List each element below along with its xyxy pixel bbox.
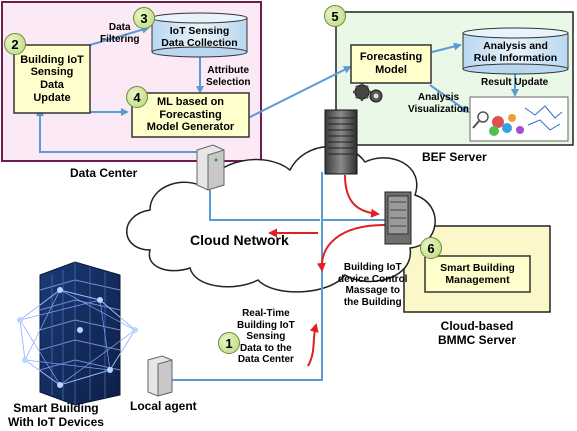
- data-center-server-icon: [196, 144, 225, 191]
- local-agent-icon: [147, 355, 173, 397]
- network-line-datacenter: [209, 190, 320, 221]
- gears-icon: [353, 83, 383, 103]
- red-arrow-bmmc-to-cloud: [316, 224, 386, 272]
- sensing-db-cylinder: [151, 12, 248, 58]
- forecasting-model-label: Forecasting Model: [359, 51, 423, 76]
- step-3-badge: 3: [133, 7, 155, 29]
- analysis-db-cylinder: [462, 27, 569, 75]
- management-box: [424, 255, 531, 293]
- sensing-collection-label: IoT Sensing Data Collection: [161, 24, 238, 49]
- visualization-chart: [469, 96, 569, 142]
- red-arrow-to-bmmc: [344, 174, 380, 218]
- bef-server-icon: [324, 109, 358, 175]
- realtime-data-label: Real-Time Building IoT Sensing Data to t…: [237, 308, 295, 365]
- smart-building-image: [17, 261, 138, 406]
- arrow-forecasting-to-visualization: [429, 84, 470, 114]
- step-1-badge: 1: [218, 332, 240, 354]
- arrow-cloud-to-data-center: [36, 108, 210, 153]
- bmmc-server-icon: [384, 191, 412, 245]
- arrow-forecasting-to-analysis: [431, 42, 462, 53]
- management-label: Smart Building Management: [440, 261, 515, 286]
- cloud-network-label: Cloud Network: [190, 232, 289, 248]
- arrow-2-to-3: [89, 25, 150, 46]
- control-message-label: Building IoT device Control Massage to t…: [338, 262, 408, 308]
- step-5-badge: 5: [324, 5, 346, 27]
- step-2-badge: 2: [4, 33, 26, 55]
- arrow-4-to-forecasting: [247, 66, 352, 119]
- analysis-visualization-label: Analysis Visualization: [408, 92, 469, 115]
- bef-server-title: BEF Server: [422, 150, 487, 164]
- forecasting-box: [350, 44, 432, 84]
- network-line-local-agent: [172, 220, 323, 381]
- ml-generator-box: [131, 92, 250, 138]
- attribute-selection-label: Attribute Selection: [206, 65, 251, 88]
- step-4-badge: 4: [126, 86, 148, 108]
- building-update-label: Building IoT Sensing Data Update: [20, 53, 84, 104]
- local-agent-label: Local agent: [130, 399, 197, 413]
- building-update-box: [13, 44, 91, 114]
- result-update-label: Result Update: [481, 77, 549, 88]
- data-filtering-label: Data Filtering: [100, 22, 140, 45]
- data-center-title: Data Center: [70, 166, 138, 180]
- bmmc-title: Cloud-based BMMC Server: [438, 319, 517, 347]
- red-arrow-realtime: [307, 323, 319, 367]
- step-6-badge: 6: [420, 237, 442, 259]
- ml-generator-label: ML based on Forecasting Model Generator: [146, 96, 235, 134]
- analysis-rule-label: Analysis and Rule Information: [473, 39, 558, 64]
- smart-building-title: Smart Building With IoT Devices: [8, 401, 104, 429]
